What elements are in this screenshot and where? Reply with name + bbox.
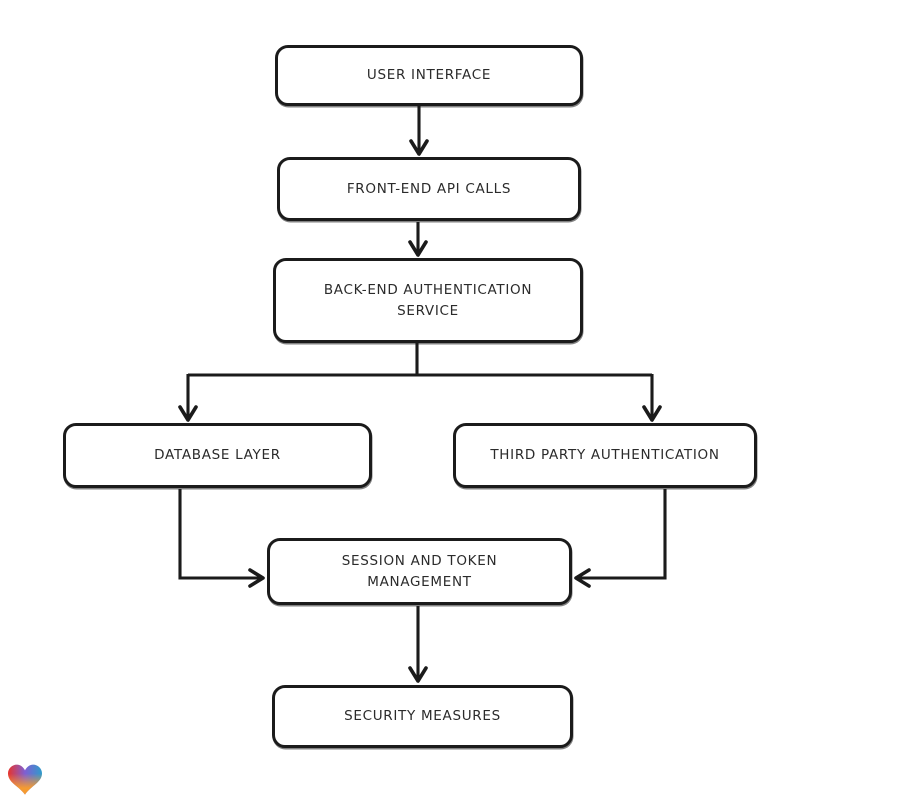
node-label: SECURITY MEASURES — [344, 708, 501, 725]
node-label: FRONT-END API CALLS — [346, 180, 512, 197]
node-front-end-api-calls[interactable]: FRONT-END API CALLS — [277, 157, 581, 221]
heart-logo-icon — [8, 764, 42, 795]
node-label: DATABASE LAYER — [154, 447, 281, 464]
edge-database-to-session — [178, 489, 265, 588]
node-database-layer[interactable]: DATABASE LAYER — [63, 423, 372, 488]
edge-thirdparty-to-session — [574, 489, 667, 588]
node-session-and-token-management[interactable]: SESSION AND TOKEN MANAGEMENT — [267, 538, 572, 605]
node-back-end-authentication-service[interactable]: BACK-END AUTHENTICATION SERVICE — [273, 258, 583, 343]
node-user-interface[interactable]: USER INTERFACE — [275, 45, 583, 106]
node-third-party-authentication[interactable]: THIRD PARTY AUTHENTICATION — [453, 423, 757, 488]
node-label: SESSION AND TOKEN MANAGEMENT — [341, 553, 498, 590]
node-label: USER INTERFACE — [366, 67, 492, 84]
node-label: THIRD PARTY AUTHENTICATION — [490, 447, 720, 464]
edge-backend-branch-trunk — [188, 343, 652, 377]
node-security-measures[interactable]: SECURITY MEASURES — [272, 685, 573, 748]
node-label: BACK-END AUTHENTICATION SERVICE — [323, 282, 533, 319]
